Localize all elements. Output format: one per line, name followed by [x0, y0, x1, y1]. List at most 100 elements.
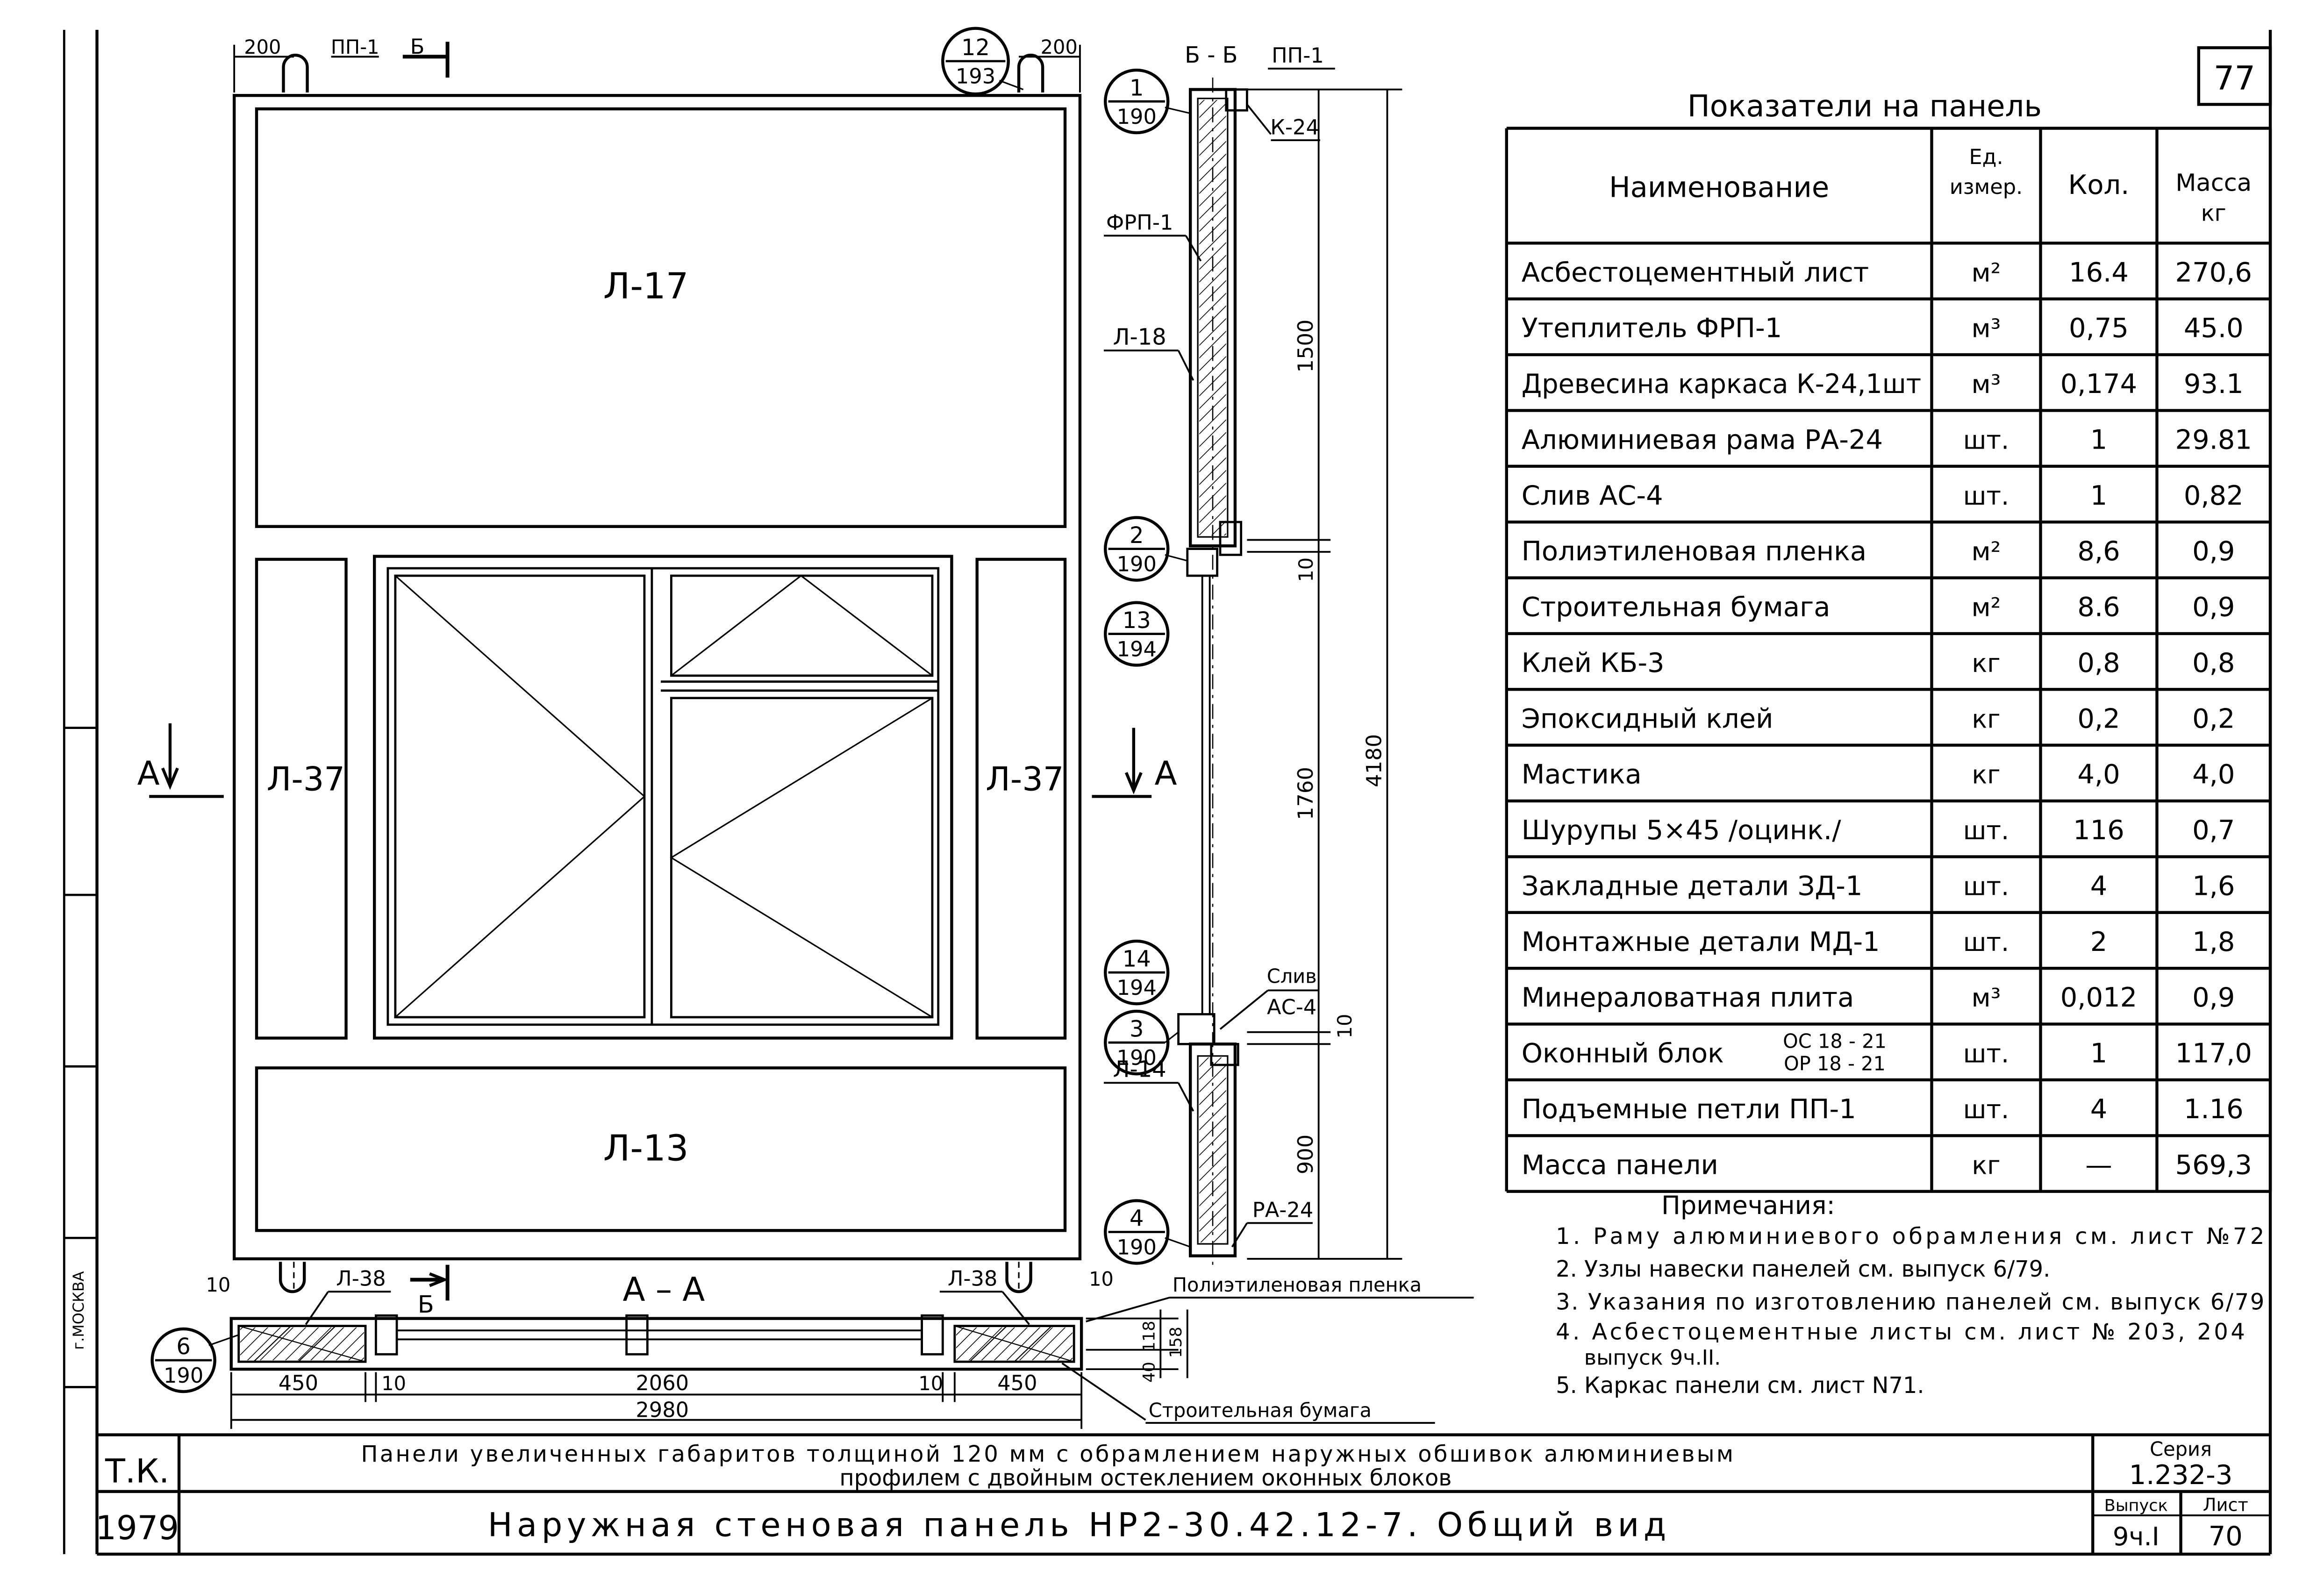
- table-cell-unit: м³: [1972, 983, 2001, 1013]
- table-cell-name-extra: ОР 18 - 21: [1784, 1052, 1886, 1075]
- table-cell-name: Закладные детали ЗД-1: [1522, 870, 1863, 901]
- table-cell-qty: 0,8: [2077, 647, 2120, 678]
- table-header-name: Наименование: [1609, 171, 1829, 204]
- title-description-2: профилем с двойным остеклением оконных б…: [839, 1465, 1452, 1491]
- section-bb-label: Б - Б: [1185, 43, 1237, 68]
- callout-12-bottom: 193: [956, 64, 995, 89]
- dim-450-right: 450: [997, 1371, 1037, 1395]
- table-cell-unit: кг: [1972, 1150, 2000, 1180]
- table-cell-mass: 569,3: [2175, 1149, 2252, 1180]
- callout-4-bottom: 190: [1117, 1235, 1157, 1259]
- note-2: 2. Узлы навески панелей см. выпуск 6/79.: [1556, 1257, 2050, 1282]
- film-leader: [1086, 1297, 1170, 1322]
- title-year: 1979: [95, 1509, 179, 1547]
- table-cell-qty: 0,2: [2077, 703, 2120, 734]
- notes-title: Примечания:: [1661, 1191, 1835, 1220]
- dim-4180: 4180: [1362, 734, 1387, 787]
- table-cell-name: Асбестоцементный лист: [1522, 257, 1869, 288]
- dim-200-left: 200: [244, 36, 281, 58]
- dim-10-bottom-right: 10: [918, 1372, 943, 1395]
- table-cell-mass: 29.81: [2175, 424, 2252, 455]
- table-cell-mass: 0,7: [2192, 814, 2235, 846]
- callout-3-top: 3: [1130, 1016, 1144, 1042]
- callout-3-190: 3 190: [1104, 1009, 1179, 1076]
- callout-6-190: 6 190: [150, 1327, 239, 1393]
- corner-number: 77: [2214, 59, 2255, 98]
- panel-front-view: [232, 94, 1082, 1261]
- table-title: Показатели на панель: [1688, 89, 2042, 124]
- label-l38-left: Л-38: [336, 1266, 386, 1291]
- note-5: 5. Каркас панели см. лист N71.: [1556, 1373, 1924, 1399]
- callout-13-194: 13 194: [1104, 601, 1170, 667]
- note-3: 3. Указания по изготовлению панелей см. …: [1556, 1289, 2264, 1315]
- dim-450-left: 450: [279, 1371, 318, 1395]
- table-cell-name: Слив АС-4: [1522, 480, 1663, 511]
- table-cell-mass: 0,9: [2192, 982, 2235, 1013]
- dim-200-right: 200: [1041, 36, 1078, 58]
- table-header-unit-2: измер.: [1950, 175, 2023, 199]
- callout-2-190: 2 190: [1104, 516, 1188, 582]
- table-cell-name: Шурупы 5×45 /оцинк./: [1522, 814, 1841, 846]
- table-header-unit-1: Ед.: [1969, 145, 2003, 169]
- dim-900: 900: [1294, 1135, 1318, 1174]
- table-cell-unit: кг: [1972, 704, 2000, 734]
- section-a-left: А: [137, 754, 160, 793]
- callout-13-top: 13: [1123, 608, 1151, 634]
- table-cell-name: Мастика: [1522, 759, 1642, 790]
- callout-14-bottom: 194: [1117, 976, 1157, 1000]
- table-cell-unit: м²: [1972, 537, 2001, 566]
- section-callouts: 1 190 2 190 13 194 14 194 3 190: [1104, 68, 1191, 1265]
- corner-number-box: 77: [2197, 46, 2272, 106]
- table-cell-mass: 4,0: [2192, 759, 2235, 790]
- section-bb-title: Б - Б ПП-1: [1185, 43, 1335, 70]
- label-l18: Л-18: [1113, 324, 1166, 350]
- dim-40: 40: [1140, 1362, 1159, 1383]
- lifting-loops: [279, 53, 1044, 1293]
- label-frp1: ФРП-1: [1106, 211, 1173, 235]
- table-cell-qty: 16.4: [2069, 257, 2129, 288]
- table-header-mass-1: Масса: [2175, 170, 2252, 197]
- title-sheet-title: Наружная стеновая панель НР2-30.42.12-7.…: [488, 1506, 1666, 1544]
- notes: Примечания: 1. Раму алюминиевого обрамле…: [1556, 1191, 2264, 1399]
- dim-2980: 2980: [636, 1398, 689, 1422]
- section-a-right: А: [1155, 754, 1177, 793]
- table-cell-unit: м²: [1972, 593, 2001, 622]
- section-b-bottom: Б: [418, 1291, 434, 1319]
- dim-118: 118: [1140, 1321, 1159, 1352]
- callout-14-194: 14 194: [1104, 939, 1170, 1006]
- table-cell-qty: 1: [2090, 424, 2108, 455]
- label-polyethylene-film: Полиэтиленовая пленка: [1173, 1273, 1422, 1296]
- table-cell-qty: 2: [2090, 926, 2108, 957]
- table-cell-name: Минераловатная плита: [1522, 982, 1854, 1013]
- table-cell-unit: шт.: [1963, 425, 2009, 455]
- table-cell-qty: 4: [2090, 870, 2108, 901]
- panel-l37-right-label: Л-37: [986, 760, 1064, 799]
- table-cell-unit: кг: [1972, 760, 2000, 790]
- label-building-paper: Строительная бумага: [1149, 1399, 1372, 1421]
- section-aa-plan: [229, 1314, 1083, 1371]
- issue-value: 9ч.I: [2113, 1522, 2160, 1551]
- city-label: г.МОСКВА: [70, 1271, 87, 1350]
- table-cell-mass: 0,9: [2192, 592, 2235, 623]
- dim-1500: 1500: [1294, 320, 1318, 373]
- paper-leader: [1061, 1362, 1146, 1421]
- panel-l37-left-label: Л-37: [267, 760, 345, 799]
- table-cell-qty: 8.6: [2077, 592, 2120, 623]
- callout-2-bottom: 190: [1117, 552, 1157, 576]
- table-cell-name: Утеплитель ФРП-1: [1522, 313, 1782, 344]
- table-cell-qty: —: [2085, 1149, 2112, 1180]
- insulation-plan-right: [956, 1327, 1073, 1360]
- table-cell-qty: 8,6: [2077, 536, 2120, 567]
- callout-14-top: 14: [1123, 946, 1151, 972]
- sheet-label: Лист: [2203, 1494, 2248, 1515]
- label-k24: К-24: [1270, 115, 1319, 139]
- table-cell-qty: 0,174: [2060, 368, 2137, 400]
- note-4-cont: выпуск 9ч.II.: [1584, 1346, 1721, 1370]
- dim-10-right-small: 10: [1089, 1267, 1114, 1290]
- callout-4-top: 4: [1130, 1206, 1144, 1232]
- dim-158: 158: [1166, 1327, 1186, 1358]
- table-header-qty: Кол.: [2068, 169, 2130, 200]
- table-cell-mass: 1,8: [2192, 926, 2235, 957]
- table-cell-name: Оконный блок: [1522, 1038, 1724, 1069]
